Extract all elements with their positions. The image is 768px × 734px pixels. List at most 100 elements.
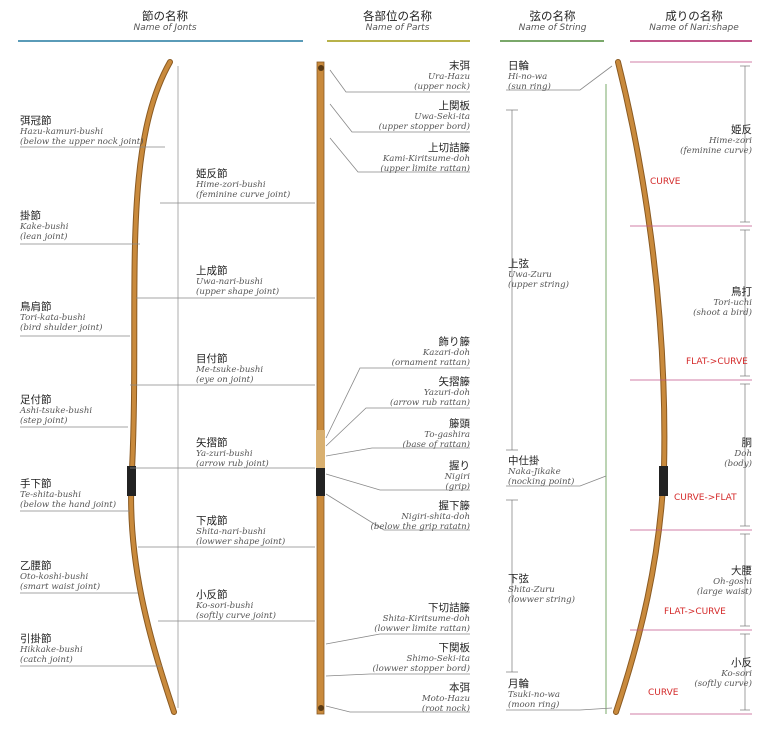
part-leader-7 xyxy=(325,493,470,531)
joint-label: 引掛節 Hikkake-bushi (catch joint) xyxy=(20,633,83,665)
part-label: 下切詰籐 Shita-Kiritsume-doh (lowwer limite … xyxy=(350,602,470,634)
shape-desc: (large waist) xyxy=(696,587,752,597)
part-label: 末弭 Ura-Hazu (upper nock) xyxy=(350,60,470,92)
string-jp: 日輪 xyxy=(508,60,529,72)
header-parts-en: Name of Parts xyxy=(365,23,430,33)
transition-label: CURVE xyxy=(650,177,681,187)
joint-jp: 乙腰節 xyxy=(20,560,52,572)
shape-desc: (softly curve) xyxy=(694,679,752,689)
part-en: Kazari-doh xyxy=(422,348,470,358)
header-joints: 節の名称 Name of Jonts xyxy=(100,10,230,34)
part-leader-9 xyxy=(325,673,470,677)
string-en: Hi-no-wa xyxy=(508,72,548,82)
part-desc: (root nock) xyxy=(421,704,470,714)
part-leader-10 xyxy=(325,705,470,713)
header-shape-jp: 成りの名称 xyxy=(665,9,723,23)
part-label: 上切詰籐 Kami-Kiritsume-doh (upper limite ra… xyxy=(350,142,470,174)
joint-label: 鳥肩節 Tori-kata-bushi (bird shulder joint) xyxy=(20,301,103,333)
joint-label: 掛節 Kake-bushi (lean joint) xyxy=(20,210,68,242)
part-label: 上関板 Uwa-Seki-ita (upper stopper bord) xyxy=(350,100,470,132)
joint-desc: (smart waist joint) xyxy=(20,582,101,592)
shape-desc: (feminine curve) xyxy=(680,146,752,156)
part-leader-6 xyxy=(325,473,470,491)
part-label: 握り Nigiri (grip) xyxy=(350,460,470,492)
part-leader-2 xyxy=(329,137,470,173)
joint-en: Kake-bushi xyxy=(20,222,69,232)
joint-desc: (step joint) xyxy=(20,416,68,426)
string-jp: 月輪 xyxy=(508,678,529,690)
joint-label: 手下節 Te-shita-bushi (below the hand joint… xyxy=(20,478,116,510)
part-jp: 上関板 xyxy=(438,100,471,112)
part-leader-3 xyxy=(325,367,470,439)
part-desc: (lowwer limite rattan) xyxy=(374,624,470,634)
joint-en: Hikkake-bushi xyxy=(20,645,83,655)
string-label: 中仕掛 Naka-Jikake (nocking point) xyxy=(508,455,574,487)
joint-en: Oto-koshi-bushi xyxy=(20,572,89,582)
part-label: 矢摺籐 Yazuri-doh (arrow rub rattan) xyxy=(350,376,470,408)
shape-jp: 小反 xyxy=(731,657,752,669)
string-label: 日輪 Hi-no-wa (sun ring) xyxy=(508,60,551,92)
joint-en: Hazu-kamuri-bushi xyxy=(20,127,104,137)
transition-label: FLAT->CURVE xyxy=(686,357,748,367)
part-leader-5 xyxy=(325,447,470,457)
shape-label: 大腰 Oh-goshi (large waist) xyxy=(660,565,752,597)
shape-jp: 鳥打 xyxy=(731,286,752,298)
joint-inner-label: 上成節 Uwa-nari-bushi (upper shape joint) xyxy=(196,265,279,297)
joint-desc: (bird shulder joint) xyxy=(20,323,103,333)
joint-inner-jp: 姫反節 xyxy=(196,168,228,180)
shape-label: 胴 Doh (body) xyxy=(660,437,752,469)
part-leader-0 xyxy=(329,69,470,93)
part-jp: 下切詰籐 xyxy=(428,602,470,614)
joint-inner-jp: 矢摺節 xyxy=(196,437,228,449)
part-jp: 握下籐 xyxy=(438,500,471,512)
shape-jp: 胴 xyxy=(741,437,753,449)
joint-desc: (below the upper nock joint) xyxy=(20,137,144,147)
bow-left-grip xyxy=(127,466,136,496)
part-jp: 末弭 xyxy=(449,60,470,72)
joint-inner-desc: (lowwer shape joint) xyxy=(196,537,286,547)
part-desc: (grip) xyxy=(445,482,470,492)
joint-label: 弭冠節 Hazu-kamuri-bushi (below the upper n… xyxy=(20,115,144,147)
joint-inner-desc: (feminine curve joint) xyxy=(196,190,291,200)
part-desc: (below the grip ratatn) xyxy=(370,522,471,532)
joint-inner-desc: (upper shape joint) xyxy=(196,287,280,297)
string-desc: (moon ring) xyxy=(508,700,560,710)
string-jp: 下弦 xyxy=(508,573,529,585)
string-label: 下弦 Shita-Zuru (lowwer string) xyxy=(508,573,575,605)
part-desc: (arrow rub rattan) xyxy=(390,398,470,408)
shape-desc: (body) xyxy=(724,459,752,469)
header-string-en: Name of String xyxy=(518,23,587,33)
joint-inner-label: 下成節 Shita-nari-bushi (lowwer shape joint… xyxy=(196,515,285,547)
part-label: 飾り籐 Kazari-doh (ornament rattan) xyxy=(350,336,470,368)
joint-label: 足付節 Ashi-tsuke-bushi (step joint) xyxy=(20,394,92,426)
joint-inner-jp: 下成節 xyxy=(196,515,228,527)
shape-en: Hime-zori xyxy=(709,136,752,146)
string-en: Shita-Zuru xyxy=(508,585,555,595)
joint-inner-desc: (softly curve joint) xyxy=(196,611,276,621)
part-label: 下関板 Shimo-Seki-ita (lowwer stopper bord) xyxy=(350,642,470,674)
part-en: To-gashira xyxy=(424,430,470,440)
string-jp: 上弦 xyxy=(508,258,529,270)
joint-inner-en: Ko-sori-bushi xyxy=(196,601,254,611)
joint-jp: 弭冠節 xyxy=(20,115,52,127)
part-en: Nigiri-shita-doh xyxy=(401,512,470,522)
part-desc: (base of rattan) xyxy=(402,440,470,450)
bow-middle-rattan xyxy=(316,430,325,468)
joint-inner-label: 矢摺節 Ya-zuri-bushi (arrow rub joint) xyxy=(196,437,269,469)
joint-jp: 鳥肩節 xyxy=(20,301,52,313)
part-jp: 本弭 xyxy=(449,682,470,694)
string-jp: 中仕掛 xyxy=(508,455,540,467)
string-desc: (upper string) xyxy=(508,280,569,290)
part-leader-1 xyxy=(329,103,470,133)
transition-label: FLAT->CURVE xyxy=(664,607,726,617)
shape-en: Ko-sori xyxy=(721,669,752,679)
string-en: Uwa-Zuru xyxy=(508,270,552,280)
joint-en: Te-shita-bushi xyxy=(20,490,81,500)
shape-label: 小反 Ko-sori (softly curve) xyxy=(660,657,752,689)
joint-inner-jp: 小反節 xyxy=(196,589,228,601)
part-desc: (upper nock) xyxy=(414,82,470,92)
joint-en: Tori-kata-bushi xyxy=(20,313,86,323)
string-label: 月輪 Tsuki-no-wa (moon ring) xyxy=(508,678,560,710)
